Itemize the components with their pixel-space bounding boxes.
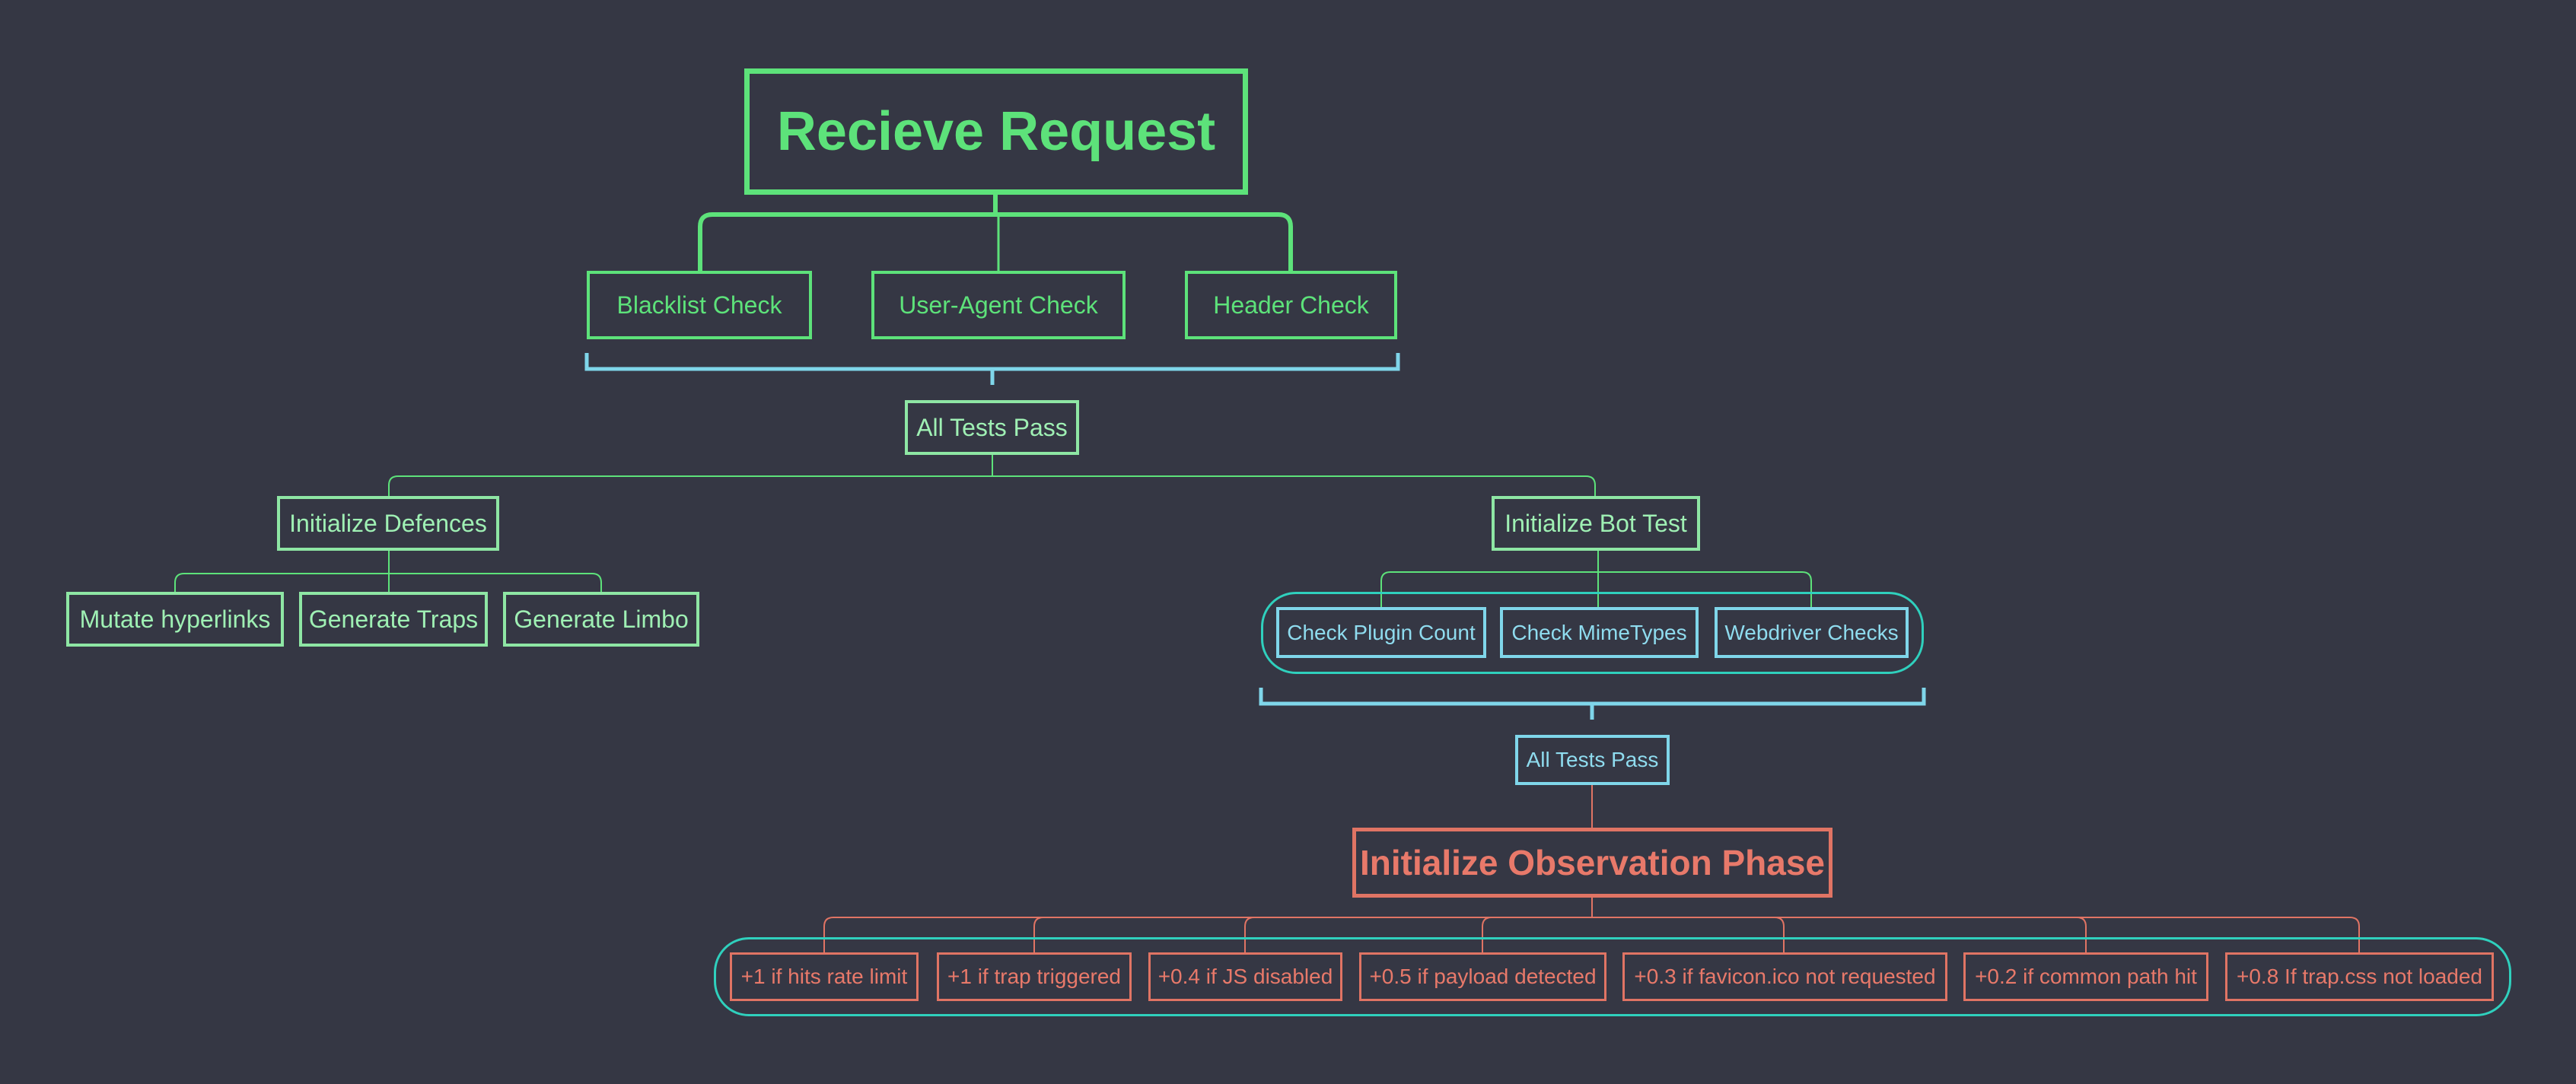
rule-trap-css-label: +0.8 If trap.css not loaded — [2237, 965, 2482, 988]
connector-rule-4 — [1482, 917, 1492, 952]
blacklist-check-node: Blacklist Check — [587, 271, 812, 339]
check-plugin-count-node: Check Plugin Count — [1276, 607, 1486, 658]
user-agent-check-label: User-Agent Check — [899, 291, 1098, 319]
rule-favicon-node: +0.3 if favicon.ico not requested — [1622, 952, 1947, 1001]
connector-rule-3 — [1244, 917, 1255, 952]
bracket-checks — [584, 353, 1400, 371]
initialize-defences-node: Initialize Defences — [277, 496, 499, 551]
rule-js-disabled-label: +0.4 if JS disabled — [1157, 965, 1333, 988]
root-node: Recieve Request — [744, 68, 1248, 195]
bot-checks-group — [1261, 592, 1924, 674]
connector-rule-6 — [2076, 917, 2087, 952]
check-plugin-count-label: Check Plugin Count — [1287, 620, 1476, 644]
generate-limbo-node: Generate Limbo — [503, 592, 699, 647]
all-tests-pass-2-node: All Tests Pass — [1515, 735, 1670, 785]
root-label: Recieve Request — [776, 101, 1216, 162]
rule-trap-triggered-label: +1 if trap triggered — [947, 965, 1122, 988]
all-tests-pass-node: All Tests Pass — [905, 400, 1079, 455]
all-tests-pass-label: All Tests Pass — [916, 413, 1068, 441]
rule-rate-limit-node: +1 if hits rate limit — [730, 952, 919, 1001]
rule-trap-css-node: +0.8 If trap.css not loaded — [2225, 952, 2494, 1001]
all-tests-pass-2-label: All Tests Pass — [1526, 748, 1659, 771]
connector-root-bus — [698, 212, 1293, 271]
user-agent-check-node: User-Agent Check — [871, 271, 1126, 339]
rule-trap-triggered-node: +1 if trap triggered — [937, 952, 1132, 1001]
rule-common-path-label: +0.2 if common path hit — [1975, 965, 2197, 988]
webdriver-checks-label: Webdriver Checks — [1724, 620, 1899, 644]
bracket-bot-checks — [1259, 688, 1926, 706]
check-mimetypes-node: Check MimeTypes — [1500, 607, 1699, 658]
generate-traps-label: Generate Traps — [308, 605, 479, 633]
rule-rate-limit-label: +1 if hits rate limit — [740, 965, 908, 988]
connector-observation-bus — [823, 917, 2360, 952]
header-check-node: Header Check — [1185, 271, 1397, 339]
connector-defences-bus — [174, 573, 602, 592]
rule-payload-detected-label: +0.5 if payload detected — [1369, 965, 1597, 988]
header-check-label: Header Check — [1213, 291, 1369, 319]
blacklist-check-label: Blacklist Check — [616, 291, 782, 319]
generate-limbo-label: Generate Limbo — [514, 605, 689, 633]
initialize-defences-label: Initialize Defences — [289, 509, 487, 537]
connector-rule-2 — [1033, 917, 1044, 952]
rule-favicon-label: +0.3 if favicon.ico not requested — [1634, 965, 1936, 988]
mutate-hyperlinks-label: Mutate hyperlinks — [79, 605, 271, 633]
generate-traps-node: Generate Traps — [299, 592, 488, 647]
rule-payload-detected-node: +0.5 if payload detected — [1359, 952, 1606, 1001]
connector-bot-bus — [1380, 571, 1812, 607]
connector-rule-5 — [1774, 917, 1785, 952]
webdriver-checks-node: Webdriver Checks — [1715, 607, 1909, 658]
mutate-hyperlinks-node: Mutate hyperlinks — [66, 592, 284, 647]
initialize-observation-node: Initialize Observation Phase — [1352, 828, 1832, 898]
connector-pass1-bus — [388, 475, 1596, 496]
rule-js-disabled-node: +0.4 if JS disabled — [1148, 952, 1342, 1001]
initialize-observation-label: Initialize Observation Phase — [1360, 843, 1825, 882]
initialize-bot-test-node: Initialize Bot Test — [1492, 496, 1700, 551]
rule-common-path-node: +0.2 if common path hit — [1963, 952, 2208, 1001]
check-mimetypes-label: Check MimeTypes — [1511, 620, 1687, 644]
initialize-bot-test-label: Initialize Bot Test — [1505, 509, 1687, 537]
observation-rules-group — [714, 937, 2511, 1016]
